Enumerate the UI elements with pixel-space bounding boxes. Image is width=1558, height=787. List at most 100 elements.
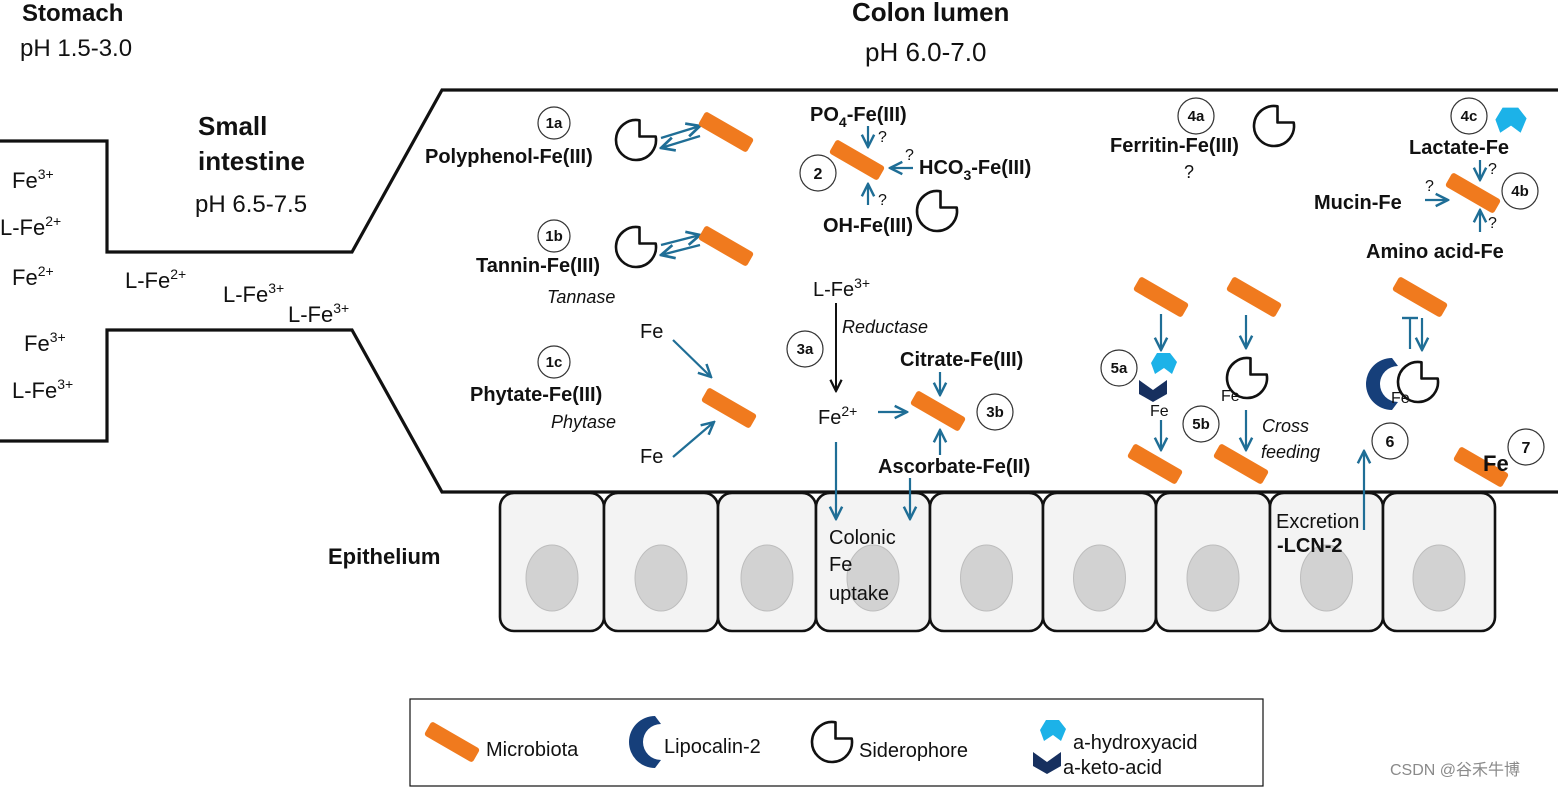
colonic-uptake-label-3: uptake — [829, 583, 889, 605]
excretion-label: Excretion — [1276, 511, 1359, 533]
colon-ph: pH 6.0-7.0 — [865, 37, 986, 67]
small-intestine-title-1: Small — [198, 111, 267, 141]
fe-label: Fe — [1221, 388, 1240, 405]
cell-nucleus — [1300, 544, 1353, 612]
po4-fe-label: PO4-Fe(III) — [810, 104, 907, 130]
step-badge-4a: 4a — [1177, 97, 1215, 135]
cross-feeding-label-2: feeding — [1261, 442, 1320, 462]
intestine-iron-1: L-Fe2+ — [125, 266, 186, 293]
reductase-label: Reductase — [842, 317, 928, 337]
svg-text:4b: 4b — [1511, 183, 1529, 200]
citrate-fe-label: Citrate-Fe(III) — [900, 349, 1023, 371]
phytate-fe-label: Phytate-Fe(III) — [470, 384, 602, 406]
lcn2-excretion-label: -LCN-2 — [1277, 535, 1343, 557]
epithelium-cells — [498, 491, 1497, 633]
arrow-fe-to-microbiota — [672, 339, 711, 377]
colonic-uptake-label-1: Colonic — [829, 527, 896, 549]
l-fe3-label: L-Fe3+ — [813, 275, 870, 301]
microbiota-icon — [1225, 276, 1283, 318]
ascorbate-fe-label: Ascorbate-Fe(II) — [878, 456, 1030, 478]
cell-nucleus — [1412, 544, 1466, 612]
small-intestine-ph: pH 6.5-7.5 — [195, 191, 307, 218]
step-badge-4c: 4c — [1450, 97, 1488, 135]
intestine-iron-3: L-Fe3+ — [288, 300, 349, 327]
microbiota-icon — [1126, 443, 1184, 485]
microbiota-icon — [1444, 172, 1502, 214]
legend: Microbiota Lipocalin-2 Siderophore a-hyd… — [409, 698, 1264, 787]
cell-nucleus — [525, 544, 579, 612]
cell-nucleus — [960, 544, 1013, 612]
fe-label-top: Fe — [640, 321, 663, 343]
arrow-to-siderophore — [661, 243, 701, 255]
legend-siderophore-label: Siderophore — [859, 740, 968, 762]
stomach-iron-2: L-Fe2+ — [0, 213, 61, 240]
arrow-to-microbiota — [660, 235, 700, 247]
stomach-iron-5: L-Fe3+ — [12, 376, 73, 403]
svg-text:5b: 5b — [1192, 416, 1210, 433]
lactate-fe-label: Lactate-Fe — [1409, 137, 1509, 159]
siderophore-icon — [1252, 104, 1296, 148]
step-badge-1c: 1c — [537, 345, 571, 379]
cell-nucleus — [634, 544, 688, 612]
siderophore-icon — [915, 189, 959, 233]
fe2-label: Fe2+ — [818, 403, 857, 429]
oh-fe-label: OH-Fe(III) — [823, 215, 913, 237]
cell-nucleus — [1073, 544, 1126, 612]
cell-nucleus — [846, 544, 900, 612]
step-badge-6: 6 — [1371, 422, 1409, 460]
arrow-fe-to-microbiota — [672, 422, 714, 458]
stomach-ph: pH 1.5-3.0 — [20, 35, 132, 62]
phytase-label: Phytase — [551, 412, 616, 432]
svg-text:5a: 5a — [1111, 360, 1128, 377]
svg-text:1b: 1b — [545, 228, 563, 245]
svg-text:1c: 1c — [546, 354, 563, 371]
siderophore-icon — [614, 225, 658, 269]
intestine-iron-2: L-Fe3+ — [223, 280, 284, 307]
svg-text:7: 7 — [1522, 440, 1531, 457]
arrow-to-siderophore — [661, 134, 701, 148]
question-mark: ? — [1425, 178, 1434, 195]
svg-text:2: 2 — [814, 166, 823, 183]
mucin-fe-label: Mucin-Fe — [1314, 192, 1402, 214]
colonic-uptake-label-2: Fe — [829, 554, 852, 576]
question-mark: ? — [878, 129, 887, 146]
hydroxyacid-icon — [1151, 353, 1177, 374]
tannase-label: Tannase — [547, 287, 615, 307]
fe-label: Fe — [1391, 390, 1410, 407]
microbiota-icon — [1391, 276, 1449, 318]
hco3-fe-label: HCO3-Fe(III) — [919, 157, 1031, 183]
step-badge-5b: 5b — [1182, 405, 1220, 443]
cross-feeding-label-1: Cross — [1262, 416, 1309, 436]
microbiota-icon — [1132, 276, 1190, 318]
question-mark: ? — [1184, 162, 1194, 182]
stomach-iron-1: Fe3+ — [12, 166, 54, 193]
cell-nucleus — [1186, 544, 1240, 612]
svg-text:4a: 4a — [1188, 108, 1205, 125]
watermark: CSDN @谷禾牛博 — [1390, 761, 1520, 779]
step-badges: 1a 1b 1c 2 3a 3b 4a 4b 4c 5a 5b 6 7 — [537, 97, 1545, 466]
legend-microbiota-label: Microbiota — [486, 739, 579, 761]
legend-hydroxyacid-label: a-hydroxyacid — [1073, 732, 1198, 754]
step-badge-1a: 1a — [537, 106, 571, 140]
tannin-fe-label: Tannin-Fe(III) — [476, 255, 600, 277]
microbiota-icon — [828, 139, 886, 181]
question-mark: ? — [878, 192, 887, 209]
question-mark: ? — [905, 147, 914, 164]
polyphenol-fe-label: Polyphenol-Fe(III) — [425, 146, 593, 168]
siderophore-icon — [614, 118, 658, 162]
question-mark: ? — [1488, 215, 1497, 232]
epithelium-label: Epithelium — [328, 544, 440, 569]
colon-title: Colon lumen — [852, 0, 1009, 27]
svg-text:6: 6 — [1386, 434, 1395, 451]
keto-acid-icon — [1139, 380, 1167, 402]
stomach-title: Stomach — [22, 0, 123, 27]
amino-acid-fe-label: Amino acid-Fe — [1366, 241, 1504, 263]
legend-keto-acid-label: a-keto-acid — [1063, 757, 1162, 779]
svg-text:4c: 4c — [1461, 108, 1478, 125]
question-mark: ? — [1488, 161, 1497, 178]
microbiota-icon — [700, 387, 758, 429]
step-badge-2: 2 — [799, 154, 837, 192]
step-badge-3b: 3b — [976, 393, 1014, 431]
svg-text:3b: 3b — [986, 404, 1004, 421]
